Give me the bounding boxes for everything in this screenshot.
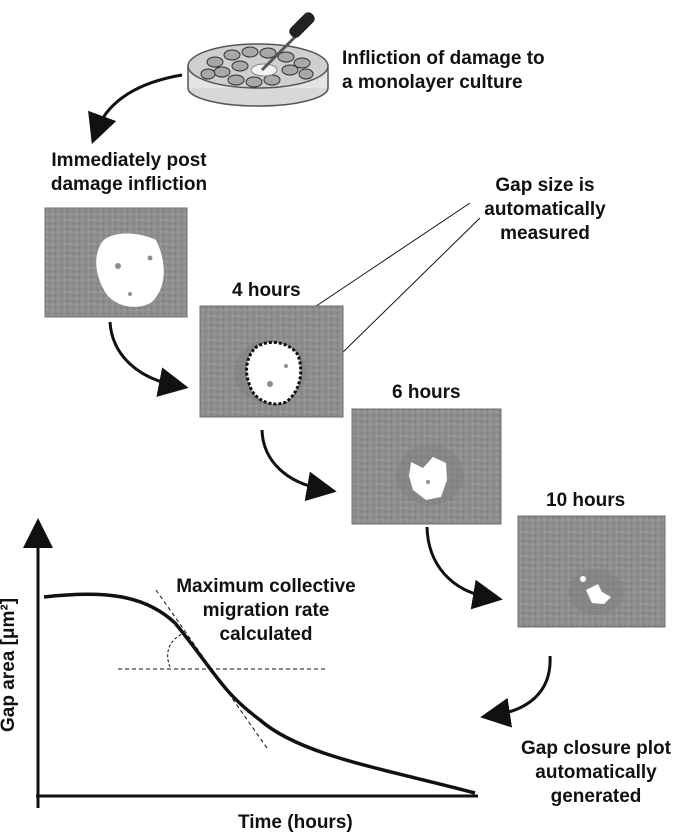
post-damage-line-1: Immediately post [51, 150, 207, 171]
max-rate-line-1: Maximum collective [176, 576, 356, 597]
petri-dish-icon [187, 43, 329, 107]
post-damage-line-2: damage infliction [50, 174, 208, 195]
infliction-line-2: a monolayer culture [342, 72, 523, 93]
time-label-10h: 10 hours [546, 490, 626, 511]
y-axis-label: Gap area [μm²] [0, 597, 19, 732]
panel-4h [199, 305, 344, 418]
x-axis-label: Time (hours) [238, 812, 353, 833]
panel-6h [351, 408, 502, 525]
arrow-to-4h [108, 321, 189, 397]
max-rate-line-2: migration rate [202, 600, 330, 621]
gap-closure-plot [23, 518, 478, 808]
gap-measured-line-2: automatically [484, 199, 606, 220]
plot-note-label: Gap closure plot automatically generated [516, 737, 676, 809]
max-rate-line-3: calculated [219, 624, 313, 645]
arrow-to-initial [88, 73, 183, 145]
arrow-to-plot [480, 655, 552, 728]
gap-measured-label: Gap size is automatically measured [470, 174, 620, 246]
infliction-label: Infliction of damage to a monolayer cult… [342, 47, 545, 95]
angle-arc [167, 633, 183, 668]
post-damage-label: Immediately post damage infliction [34, 149, 224, 197]
gap-measured-line-3: measured [500, 223, 590, 244]
time-label-4h: 4 hours [232, 280, 301, 301]
arrow-to-10h [425, 526, 503, 610]
pipette-icon [260, 12, 315, 72]
plot-note-line-2: automatically [535, 762, 657, 783]
arrow-to-6h [260, 429, 337, 502]
infliction-line-1: Infliction of damage to [342, 48, 545, 69]
gap-measured-line-1: Gap size is [495, 175, 595, 196]
panel-initial [44, 207, 188, 318]
plot-note-line-3: generated [550, 786, 642, 807]
plot-note-line-1: Gap closure plot [521, 738, 671, 759]
time-label-6h: 6 hours [392, 382, 461, 403]
max-rate-label: Maximum collective migration rate calcul… [176, 575, 356, 647]
panel-10h [517, 515, 666, 628]
gap-area-curve [43, 592, 476, 795]
